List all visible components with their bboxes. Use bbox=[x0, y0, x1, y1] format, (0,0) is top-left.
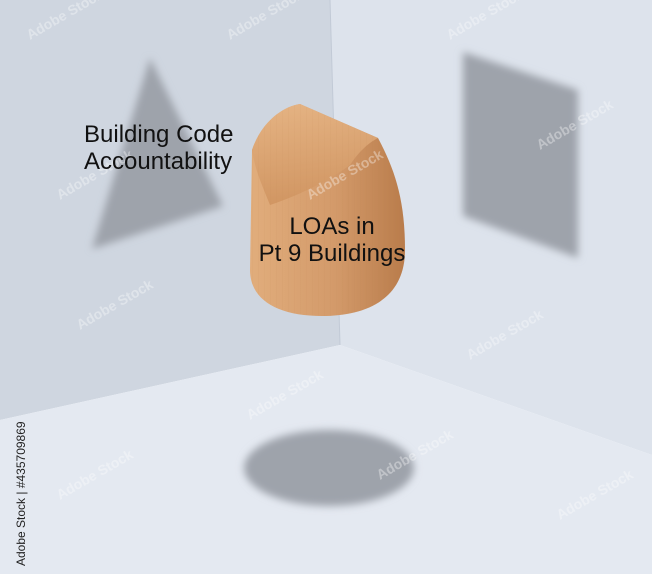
rectangle-shadow bbox=[463, 52, 578, 258]
ellipse-shadow bbox=[244, 430, 414, 506]
building-code-label: Building Code Accountability bbox=[84, 121, 234, 176]
loas-line2: Pt 9 Buildings bbox=[258, 239, 406, 267]
building-code-line2: Accountability bbox=[84, 147, 233, 175]
wooden-shape bbox=[250, 104, 405, 316]
loas-line1: LOAs in bbox=[289, 213, 375, 240]
triangle-shadow bbox=[92, 58, 223, 249]
loas-label: LOAs in Pt 9 Buildings bbox=[244, 213, 420, 268]
building-code-line1: Building Code bbox=[84, 121, 234, 148]
stock-credit: Adobe Stock | #435709869 bbox=[14, 421, 28, 566]
